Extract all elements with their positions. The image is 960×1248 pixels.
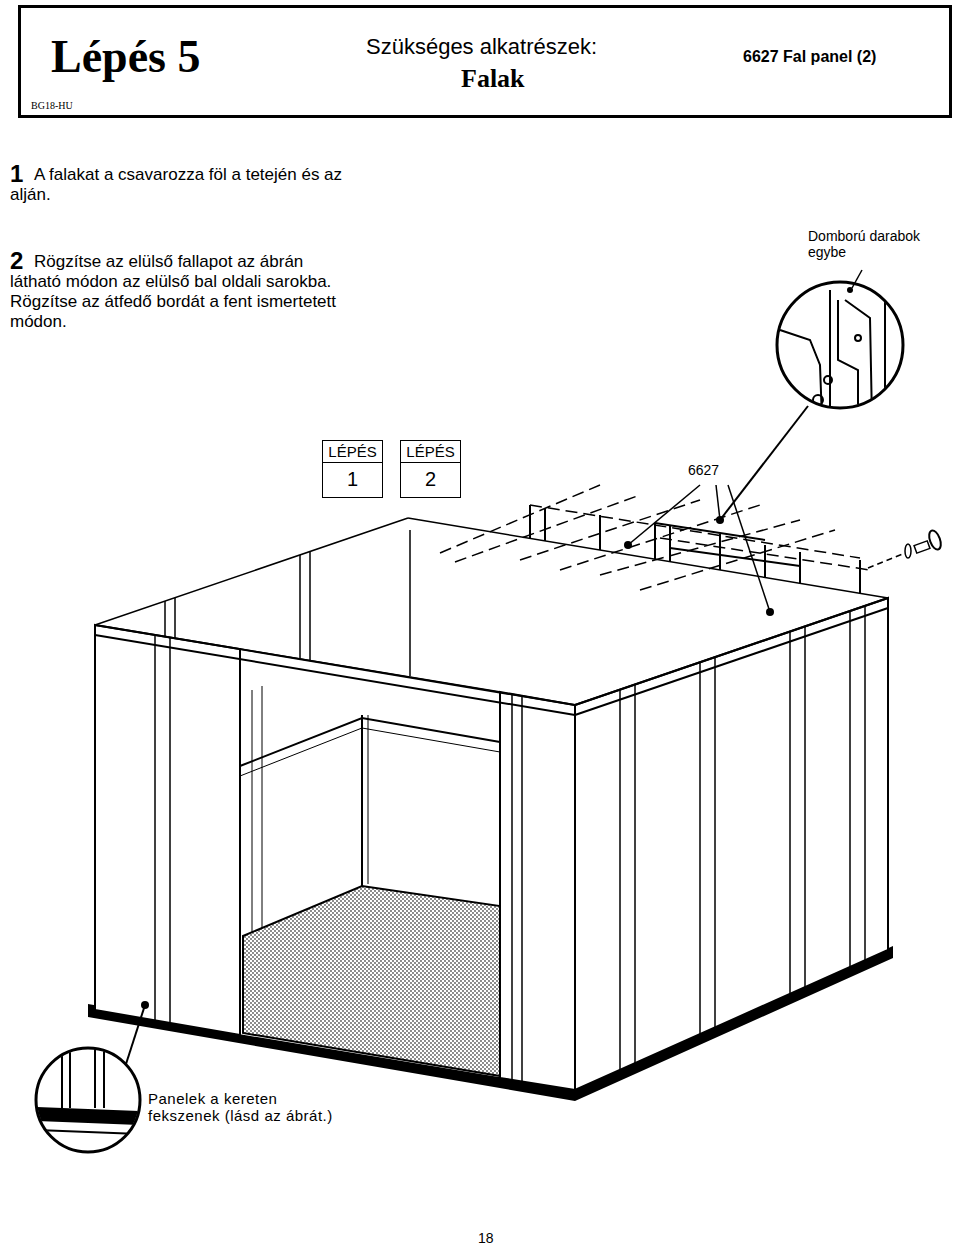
part-number: 6627 [688, 462, 719, 478]
parts-heading: Szükséges alkatrészek: [366, 34, 597, 60]
instruction-text: Rögzítse az elülső fallapot az ábrán lát… [10, 252, 355, 332]
interior-corner [368, 715, 369, 884]
instruction-text: A falakat a csavarozza föl a tetején és … [10, 165, 350, 205]
detail-circle [36, 1005, 145, 1152]
doc-code: BG18-HU [31, 100, 73, 111]
front-wall [500, 692, 575, 1090]
door-opening [240, 649, 500, 1078]
leader-line [628, 485, 770, 612]
interior-corner [361, 715, 363, 886]
step-number: 2 [401, 463, 460, 497]
step-number: 2 [10, 247, 23, 275]
side-wall [575, 598, 888, 1090]
new-panels [530, 505, 860, 593]
new-panels [440, 485, 870, 590]
step-label: LÉPÉS [401, 441, 460, 463]
part-name: 6627 Fal panel (2) [743, 48, 876, 66]
header-box: Lépés 5 Szükséges alkatrészek: Falak 6627 F… [18, 5, 952, 118]
step-number: 1 [10, 160, 23, 188]
interior-rail [240, 718, 500, 766]
top-frame [95, 598, 888, 715]
parts-group: Falak [461, 64, 525, 94]
callout-note: Panelek a kereten fekszenek (lásd az ábr… [148, 1090, 333, 1124]
screw-symbol [868, 529, 943, 568]
step-title: Lépés 5 [51, 30, 201, 83]
interior-rib [262, 686, 263, 928]
step-label: LÉPÉS [323, 441, 382, 463]
floor [243, 886, 500, 1076]
interior-rail [240, 728, 500, 776]
interior-rib [252, 690, 253, 932]
step-box: LÉPÉS1 [322, 440, 383, 498]
front-wall [95, 625, 240, 1035]
page-number: 18 [478, 1230, 494, 1246]
step-box: LÉPÉS2 [400, 440, 461, 498]
callout-note: Domború darabok egybe [808, 228, 958, 260]
detail-circle [720, 270, 903, 520]
step-number: 1 [323, 463, 382, 497]
